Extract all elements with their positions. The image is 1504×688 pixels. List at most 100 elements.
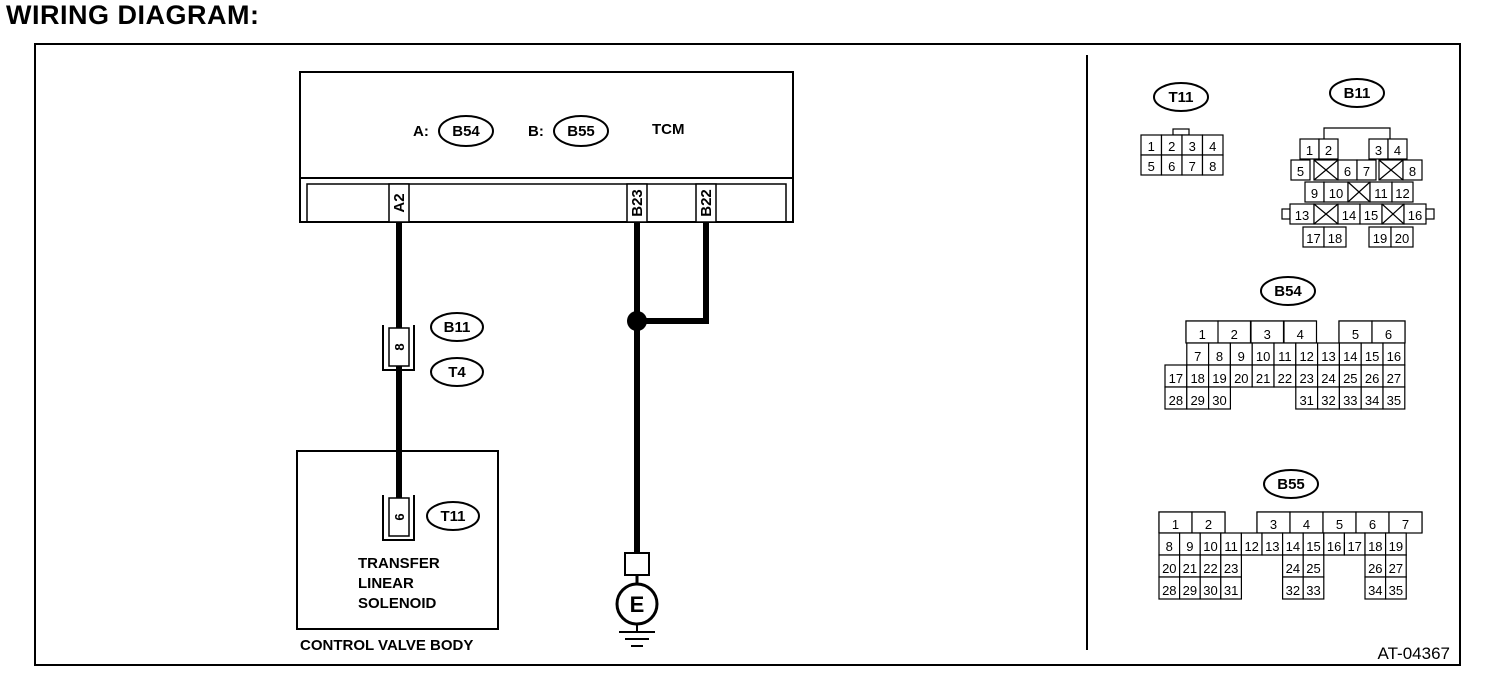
solenoid-name-line-3: SOLENOID [358,595,437,612]
b55-pin-18-num: 18 [1368,539,1382,554]
b11-pin-18 [1323,226,1347,248]
b55-pin-31-num: 31 [1224,583,1238,598]
b55-pin-29-num: 29 [1183,583,1197,598]
b54-pin-34-num: 34 [1365,393,1379,408]
valve-body-label: CONTROL VALVE BODY [300,637,473,654]
b54-pin-13-num: 13 [1321,349,1335,364]
b55-pin-23-num: 23 [1224,561,1238,576]
b54-pin-28-num: 28 [1169,393,1183,408]
conn-b11-oval [1329,78,1385,108]
b54-pin-25-num: 25 [1343,371,1357,386]
t11-pin-5-num: 5 [1148,159,1155,174]
b55-pin-26-num: 26 [1368,561,1382,576]
solenoid-name-line-1: TRANSFER [358,555,440,572]
b11-pin-8 [1402,159,1423,181]
solenoid-pin: 6 [392,513,407,520]
b54-pin-24-num: 24 [1321,371,1335,386]
b54-pin-3-num: 3 [1264,327,1271,342]
b55-pin-13-num: 13 [1265,539,1279,554]
b11-pin-6-num: 6 [1344,164,1351,179]
b55-pin-6-num: 6 [1369,517,1376,532]
tcm-label: TCM [652,121,685,138]
solenoid-connector-label: T11 [440,508,465,525]
b54-pin-19-num: 19 [1212,371,1226,386]
conn-b54-label: B54 [1274,283,1302,300]
b55-pin-14-num: 14 [1286,539,1300,554]
t11-pin-1-num: 1 [1148,139,1155,154]
b54-pin-23-num: 23 [1299,371,1313,386]
b54-pin-18-num: 18 [1190,371,1204,386]
conn-b55-oval [1263,469,1319,499]
b55-pin-9-num: 9 [1186,539,1193,554]
diagram-frame [34,43,1461,666]
b11-pin-18-num: 18 [1328,231,1342,246]
t11-pin-7-num: 7 [1189,159,1196,174]
b54-pin-17-num: 17 [1169,371,1183,386]
b55-pin-27-num: 27 [1389,561,1403,576]
t11-pin-8 [1201,154,1224,176]
b55-pin-28-num: 28 [1162,583,1176,598]
b11-pin-19-num: 19 [1373,231,1387,246]
b55-pin-16-num: 16 [1327,539,1341,554]
b55-pin-19-num: 19 [1389,539,1403,554]
b54-pin-31-num: 31 [1299,393,1313,408]
tcm-conn-b-oval [553,115,609,147]
terminal-a2: A2 [391,193,408,212]
b11-pin-8-num: 8 [1409,164,1416,179]
b55-pin-3-num: 3 [1270,517,1277,532]
b54-pin-1-num: 1 [1199,327,1206,342]
b54-pin-33-num: 33 [1343,393,1357,408]
b54-pin-20-num: 20 [1234,371,1248,386]
b54-pin-12-num: 12 [1299,349,1313,364]
tcm-conn-a-oval [438,115,494,147]
b54-pin-16-num: 16 [1387,349,1401,364]
b54-pin-10-num: 10 [1256,349,1270,364]
b55-pin-8-num: 8 [1166,539,1173,554]
b54-pin-6-num: 6 [1385,327,1392,342]
b55-pin-15-num: 15 [1306,539,1320,554]
harness-lower-label: T4 [448,364,466,381]
terminal-b22: B22 [698,189,715,217]
tcm-conn-a-label: B54 [452,123,480,140]
conn-b54-oval [1260,276,1316,306]
splice-point [627,311,647,331]
b54-pin-2-num: 2 [1231,327,1238,342]
tcm-box [299,71,794,223]
b54-pin-14-num: 14 [1343,349,1357,364]
terminal-b23: B23 [629,189,646,217]
conn-b55-label: B55 [1277,476,1305,493]
diagram-title: WIRING DIAGRAM: [6,0,260,30]
b55-pin-34-num: 34 [1368,583,1382,598]
b55-pin-4-num: 4 [1303,517,1310,532]
b11-pin-7 [1356,159,1377,181]
figure-code: AT-04367 [1378,644,1450,663]
control-valve-body: 6 T11 TRANSFER LINEAR SOLENOID CONTROL V… [296,450,499,654]
b55-pin-30-num: 30 [1203,583,1217,598]
wire-b22 [637,222,709,324]
b54-pin-26-num: 26 [1365,371,1379,386]
b55-pin-33 [1302,576,1325,600]
b11-pin-5-num: 5 [1297,164,1304,179]
t11-pin-6-num: 6 [1168,159,1175,174]
tcm-conn-a-prefix: A: [413,123,429,140]
b11-pin-4-num: 4 [1394,143,1401,158]
conn-t11-oval [1153,82,1209,112]
b54-pin-11-num: 11 [1278,349,1292,364]
b54-pin-7-num: 7 [1194,349,1201,364]
b11-pin-11-num: 11 [1374,186,1388,201]
t11-pin-2-num: 2 [1168,139,1175,154]
b55-pin-22-num: 22 [1203,561,1217,576]
b11-pin-1-num: 1 [1306,143,1313,158]
b55-pin-12-num: 12 [1244,539,1258,554]
b54-pin-35-num: 35 [1387,393,1401,408]
b55-pin-1-num: 1 [1172,517,1179,532]
b11-pin-15-num: 15 [1364,208,1378,223]
b11-pin-7-num: 7 [1363,164,1370,179]
b55-pin-25-num: 25 [1306,561,1320,576]
harness-connector: 8 B11 T4 [382,312,484,387]
b55-pin-5-num: 5 [1336,517,1343,532]
b54-pin-15-num: 15 [1365,349,1379,364]
b55-pin-20-num: 20 [1162,561,1176,576]
